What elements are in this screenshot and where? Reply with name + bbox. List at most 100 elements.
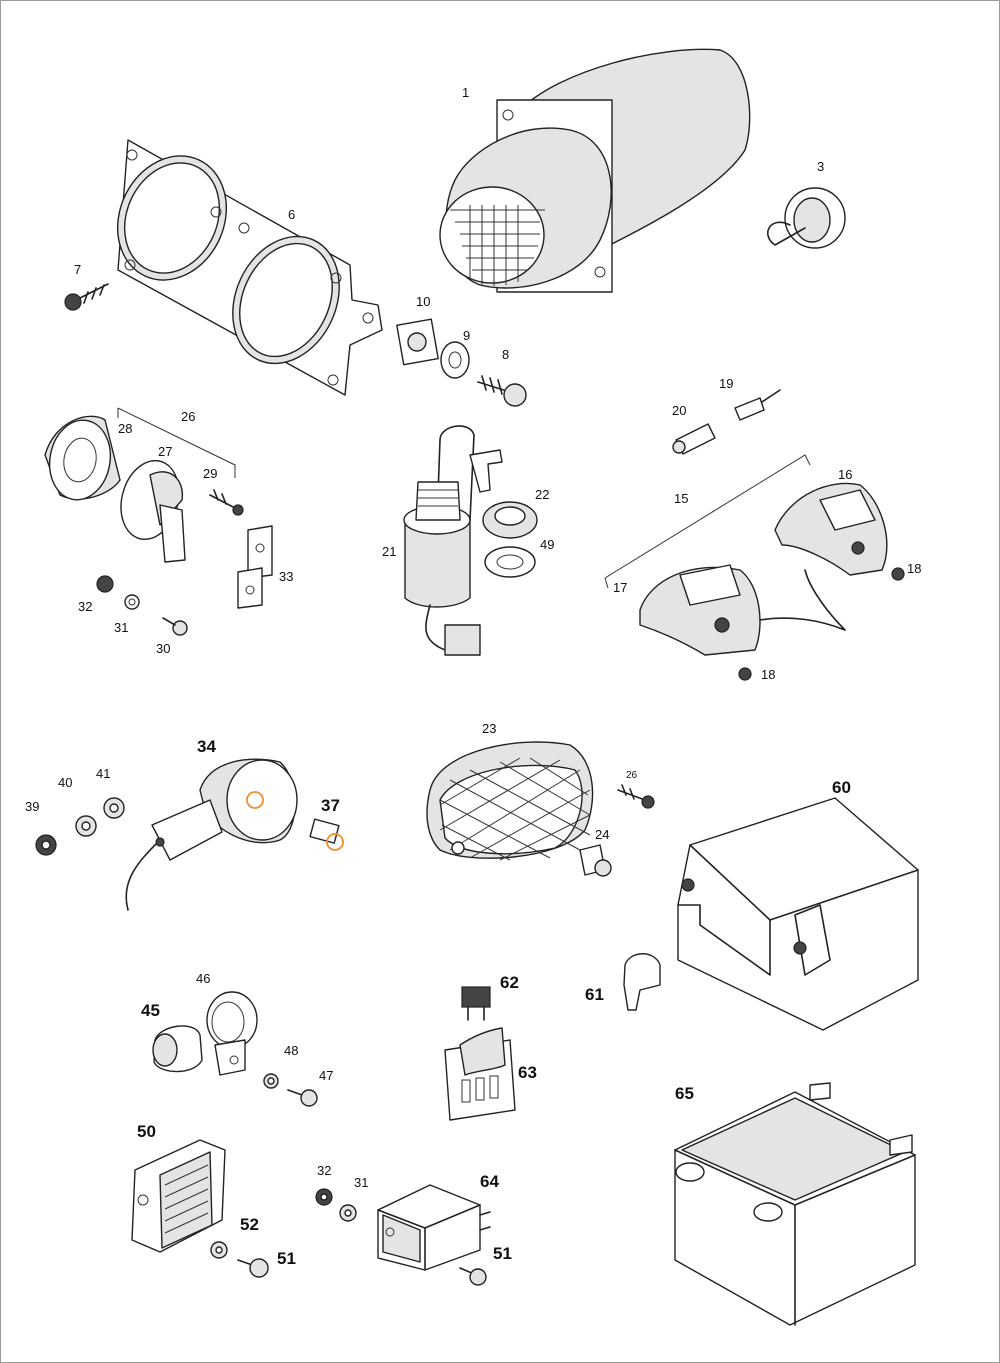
callout-51-a[interactable]: 51 <box>277 1249 296 1268</box>
callout-39[interactable]: 39 <box>25 799 40 814</box>
part-51-screw-b[interactable] <box>459 1267 487 1286</box>
callout-46[interactable]: 46 <box>196 971 211 986</box>
part-9-washer[interactable] <box>440 341 470 379</box>
callout-60[interactable]: 60 <box>832 778 851 797</box>
group-bracket-26 <box>117 407 236 478</box>
part-24-bulb[interactable] <box>579 844 612 877</box>
callout-52[interactable]: 52 <box>240 1215 259 1234</box>
callout-26-bracket[interactable]: 26 <box>181 409 196 424</box>
part-10-clip[interactable] <box>396 318 439 366</box>
callout-22[interactable]: 22 <box>535 487 550 502</box>
callout-10[interactable]: 10 <box>416 294 431 309</box>
callout-18-b[interactable]: 18 <box>761 667 776 682</box>
part-16-switch-upper[interactable] <box>774 482 888 576</box>
callout-63[interactable]: 63 <box>518 1063 537 1082</box>
part-47-screw[interactable] <box>287 1089 318 1107</box>
part-7-screw[interactable] <box>64 283 109 311</box>
callout-29[interactable]: 29 <box>203 466 218 481</box>
part-48-washer[interactable] <box>263 1073 279 1089</box>
part-20-bulb[interactable] <box>672 423 716 455</box>
part-3-bulb[interactable] <box>767 187 846 249</box>
part-61-terminal-cap[interactable] <box>623 953 661 1011</box>
callout-50[interactable]: 50 <box>137 1122 156 1141</box>
callout-9[interactable]: 9 <box>463 328 471 343</box>
part-49-washer[interactable] <box>484 546 536 578</box>
part-50-regulator[interactable] <box>131 1139 226 1253</box>
callout-6[interactable]: 6 <box>288 207 296 222</box>
part-46-bracket[interactable] <box>206 991 258 1076</box>
part-32-nut-b[interactable] <box>315 1188 333 1206</box>
callout-49[interactable]: 49 <box>540 537 555 552</box>
callout-65[interactable]: 65 <box>675 1084 694 1103</box>
callout-27[interactable]: 27 <box>158 444 173 459</box>
callout-31-a[interactable]: 31 <box>114 620 129 635</box>
callout-26-screw[interactable]: 26 <box>626 770 638 781</box>
part-18-screw-b[interactable] <box>738 667 752 681</box>
part-60-battery-box[interactable] <box>677 797 919 1031</box>
callout-18-a[interactable]: 18 <box>907 561 922 576</box>
callout-37[interactable]: 37 <box>321 796 340 815</box>
part-33-bracket[interactable] <box>237 525 273 609</box>
callout-32-a[interactable]: 32 <box>78 599 93 614</box>
part-6-headlight-gasket[interactable] <box>98 138 383 396</box>
callout-19[interactable]: 19 <box>719 376 734 391</box>
callout-64[interactable]: 64 <box>480 1172 499 1191</box>
part-39-nut[interactable] <box>35 834 57 856</box>
callout-30[interactable]: 30 <box>156 641 171 656</box>
part-18-screw-a[interactable] <box>891 567 905 581</box>
callout-32-b[interactable]: 32 <box>317 1163 332 1178</box>
part-37-bulb[interactable] <box>309 818 344 851</box>
part-41-washer[interactable] <box>103 797 125 819</box>
part-21-ignition-switch[interactable] <box>403 425 481 656</box>
part-8-adjusting-screw[interactable] <box>477 375 527 407</box>
part-62-fuse[interactable] <box>461 986 491 1021</box>
callout-21[interactable]: 21 <box>382 544 397 559</box>
callout-3[interactable]: 3 <box>817 159 825 174</box>
part-22-nut[interactable] <box>482 501 538 539</box>
part-51-screw-a[interactable] <box>237 1258 269 1278</box>
callout-17[interactable]: 17 <box>613 580 628 595</box>
callout-61[interactable]: 61 <box>585 985 604 1004</box>
callout-40[interactable]: 40 <box>58 775 73 790</box>
callout-41[interactable]: 41 <box>96 766 111 781</box>
callout-31-b[interactable]: 31 <box>354 1175 369 1190</box>
part-34-indicator[interactable] <box>125 758 298 911</box>
group-bracket-15 <box>604 454 811 589</box>
part-63-fuse-holder[interactable] <box>444 1027 516 1121</box>
part-31-washer-a[interactable] <box>124 594 140 610</box>
callout-51-b[interactable]: 51 <box>493 1244 512 1263</box>
part-26-screw[interactable] <box>617 784 655 809</box>
callout-16[interactable]: 16 <box>838 467 853 482</box>
callout-23[interactable]: 23 <box>482 721 497 736</box>
part-30-screw[interactable] <box>162 617 188 636</box>
callout-28[interactable]: 28 <box>118 421 133 436</box>
part-32-nut-a[interactable] <box>96 575 114 593</box>
callout-8[interactable]: 8 <box>502 347 510 362</box>
part-17-switch-lower[interactable] <box>639 564 846 656</box>
part-28-reflector-ring[interactable] <box>44 415 121 504</box>
part-45-flasher-relay[interactable] <box>152 1025 203 1073</box>
callout-24[interactable]: 24 <box>595 827 610 842</box>
callout-7[interactable]: 7 <box>74 262 82 277</box>
part-52-washer[interactable] <box>210 1241 228 1259</box>
part-21-key[interactable] <box>469 449 503 493</box>
part-1-headlight-housing[interactable] <box>439 48 751 293</box>
callout-20[interactable]: 20 <box>672 403 687 418</box>
callout-33[interactable]: 33 <box>279 569 294 584</box>
part-29-screw[interactable] <box>209 489 244 516</box>
part-65-battery[interactable] <box>674 1082 916 1326</box>
part-40-nut[interactable] <box>75 815 97 837</box>
callout-1[interactable]: 1 <box>462 85 470 100</box>
part-23-tail-light[interactable] <box>426 741 594 861</box>
callout-45[interactable]: 45 <box>141 1001 160 1020</box>
callout-47[interactable]: 47 <box>319 1068 334 1083</box>
callout-62[interactable]: 62 <box>500 973 519 992</box>
part-31-washer-b[interactable] <box>339 1204 357 1222</box>
part-27-horn[interactable] <box>113 454 188 563</box>
part-64-starter-relay[interactable] <box>377 1184 491 1271</box>
callout-34[interactable]: 34 <box>197 737 216 756</box>
callout-15[interactable]: 15 <box>674 491 689 506</box>
part-19-bulb[interactable] <box>734 389 781 421</box>
callout-48[interactable]: 48 <box>284 1043 299 1058</box>
